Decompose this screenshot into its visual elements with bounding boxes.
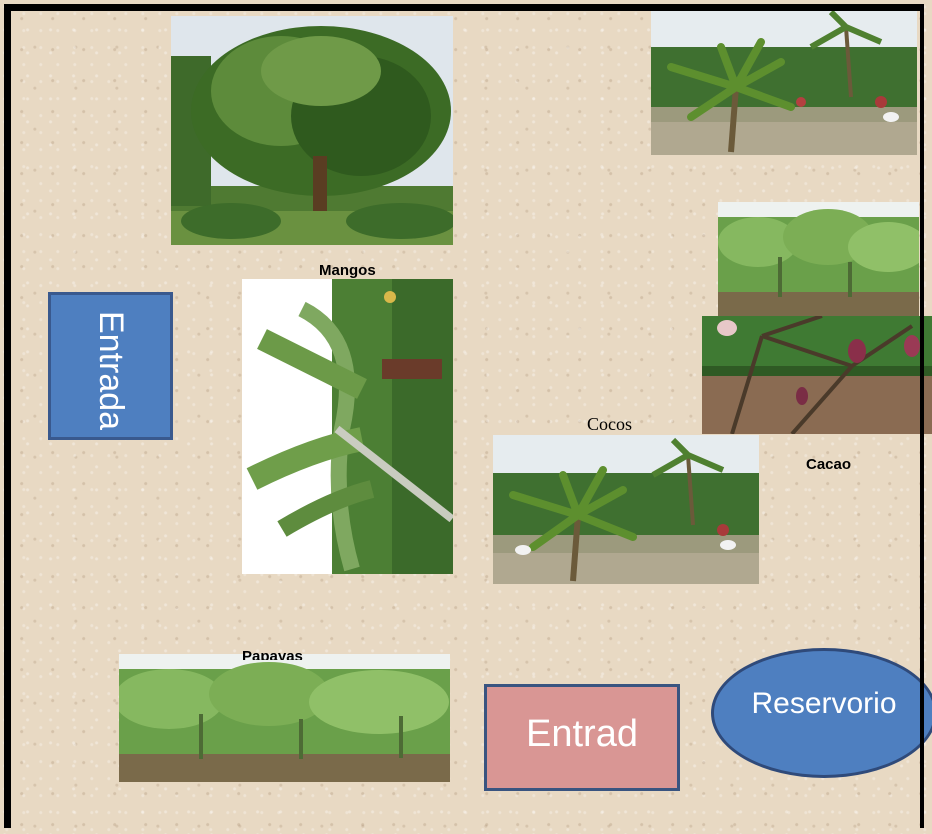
entrance-box-horizontal: Entrad [484,684,680,791]
papaya-field-photo-right [718,202,919,317]
entrance-horizontal-text: Entrad [526,713,638,755]
banana-plant-photo [242,279,453,574]
mangos-label: Mangos [319,262,376,279]
reservoir-text: Reservorio [751,687,897,720]
papaya-field-photo-bottom [119,654,450,782]
mango-tree-photo [171,16,453,245]
papayas-label: Papayas [242,648,303,660]
reservoir-ellipse: Reservorio [711,648,932,778]
cacao-label: Cacao [806,456,852,473]
entrance-box-vertical: Entrada [48,292,173,440]
entrance-vertical-text: Entrada [91,311,130,431]
cacao-tree-photo [702,316,932,434]
coconut-field-photo-top [651,7,917,155]
cocos-label: Cocos [587,414,632,434]
coconut-field-photo-center [493,435,759,584]
